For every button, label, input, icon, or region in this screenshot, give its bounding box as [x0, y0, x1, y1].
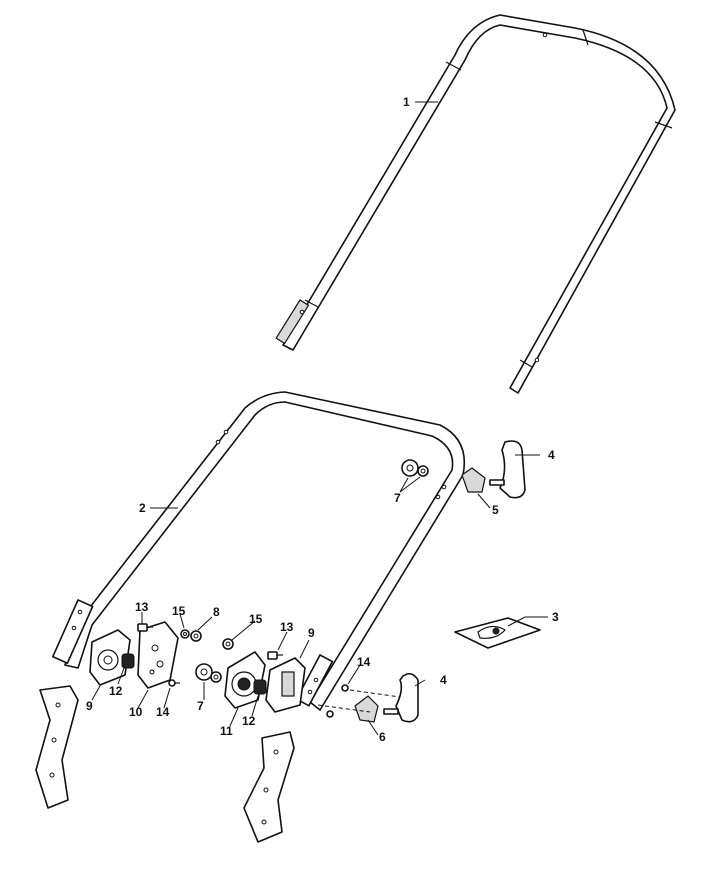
- callout-2: 2: [139, 501, 146, 515]
- callout-15: 15: [249, 612, 263, 626]
- callout-13: 13: [135, 600, 149, 614]
- clamp-part-6: [354, 695, 379, 723]
- callout-8: 8: [213, 605, 220, 619]
- mounting-plate-left: [35, 685, 79, 809]
- knob-part-4-upper: [489, 440, 526, 499]
- mounting-plate-right: [243, 731, 295, 843]
- washer-part-15-left: [180, 629, 190, 639]
- callout-3: 3: [552, 610, 559, 624]
- callout-1: 1: [403, 95, 410, 109]
- decal-part-3: [454, 617, 541, 649]
- callout-15: 15: [172, 604, 186, 618]
- washer-part-8: [190, 630, 202, 642]
- callout-13: 13: [280, 620, 294, 634]
- alignment-line: [317, 704, 371, 713]
- leader-lines: [91, 101, 548, 736]
- callout-9: 9: [86, 699, 93, 713]
- callout-6: 6: [379, 730, 386, 744]
- washer-part-15-right: [222, 638, 234, 650]
- bracket-part-9-left: [89, 629, 131, 686]
- callout-14: 14: [156, 705, 170, 719]
- upper-handle-part-1: [275, 14, 676, 394]
- callout-4: 4: [440, 673, 447, 687]
- callout-7: 7: [197, 699, 204, 713]
- callout-12: 12: [242, 714, 256, 728]
- clamp-part-5: [461, 467, 486, 493]
- lower-handle-part-2: [51, 391, 466, 711]
- screw-part-13-right: [267, 651, 283, 660]
- callout-5: 5: [492, 503, 499, 517]
- alignment-line: [349, 689, 401, 698]
- callout-12: 12: [109, 684, 123, 698]
- callout-11: 11: [220, 724, 233, 738]
- callout-14: 14: [357, 655, 371, 669]
- spring-part-12-left: [121, 653, 135, 669]
- spring-part-12-right: [253, 679, 267, 695]
- knob-part-4-lower: [383, 672, 419, 723]
- callout-10: 10: [129, 705, 143, 719]
- screw-part-14-left: [168, 679, 180, 687]
- plate-part-10: [137, 621, 179, 689]
- screw-part-14-right: [326, 684, 349, 718]
- callout-7: 7: [394, 491, 401, 505]
- callout-4: 4: [548, 448, 555, 462]
- nut-part-7-lower: [195, 663, 222, 683]
- bracket-part-9-right: [265, 657, 306, 713]
- nut-part-7-upper: [401, 459, 429, 477]
- callout-9: 9: [308, 626, 315, 640]
